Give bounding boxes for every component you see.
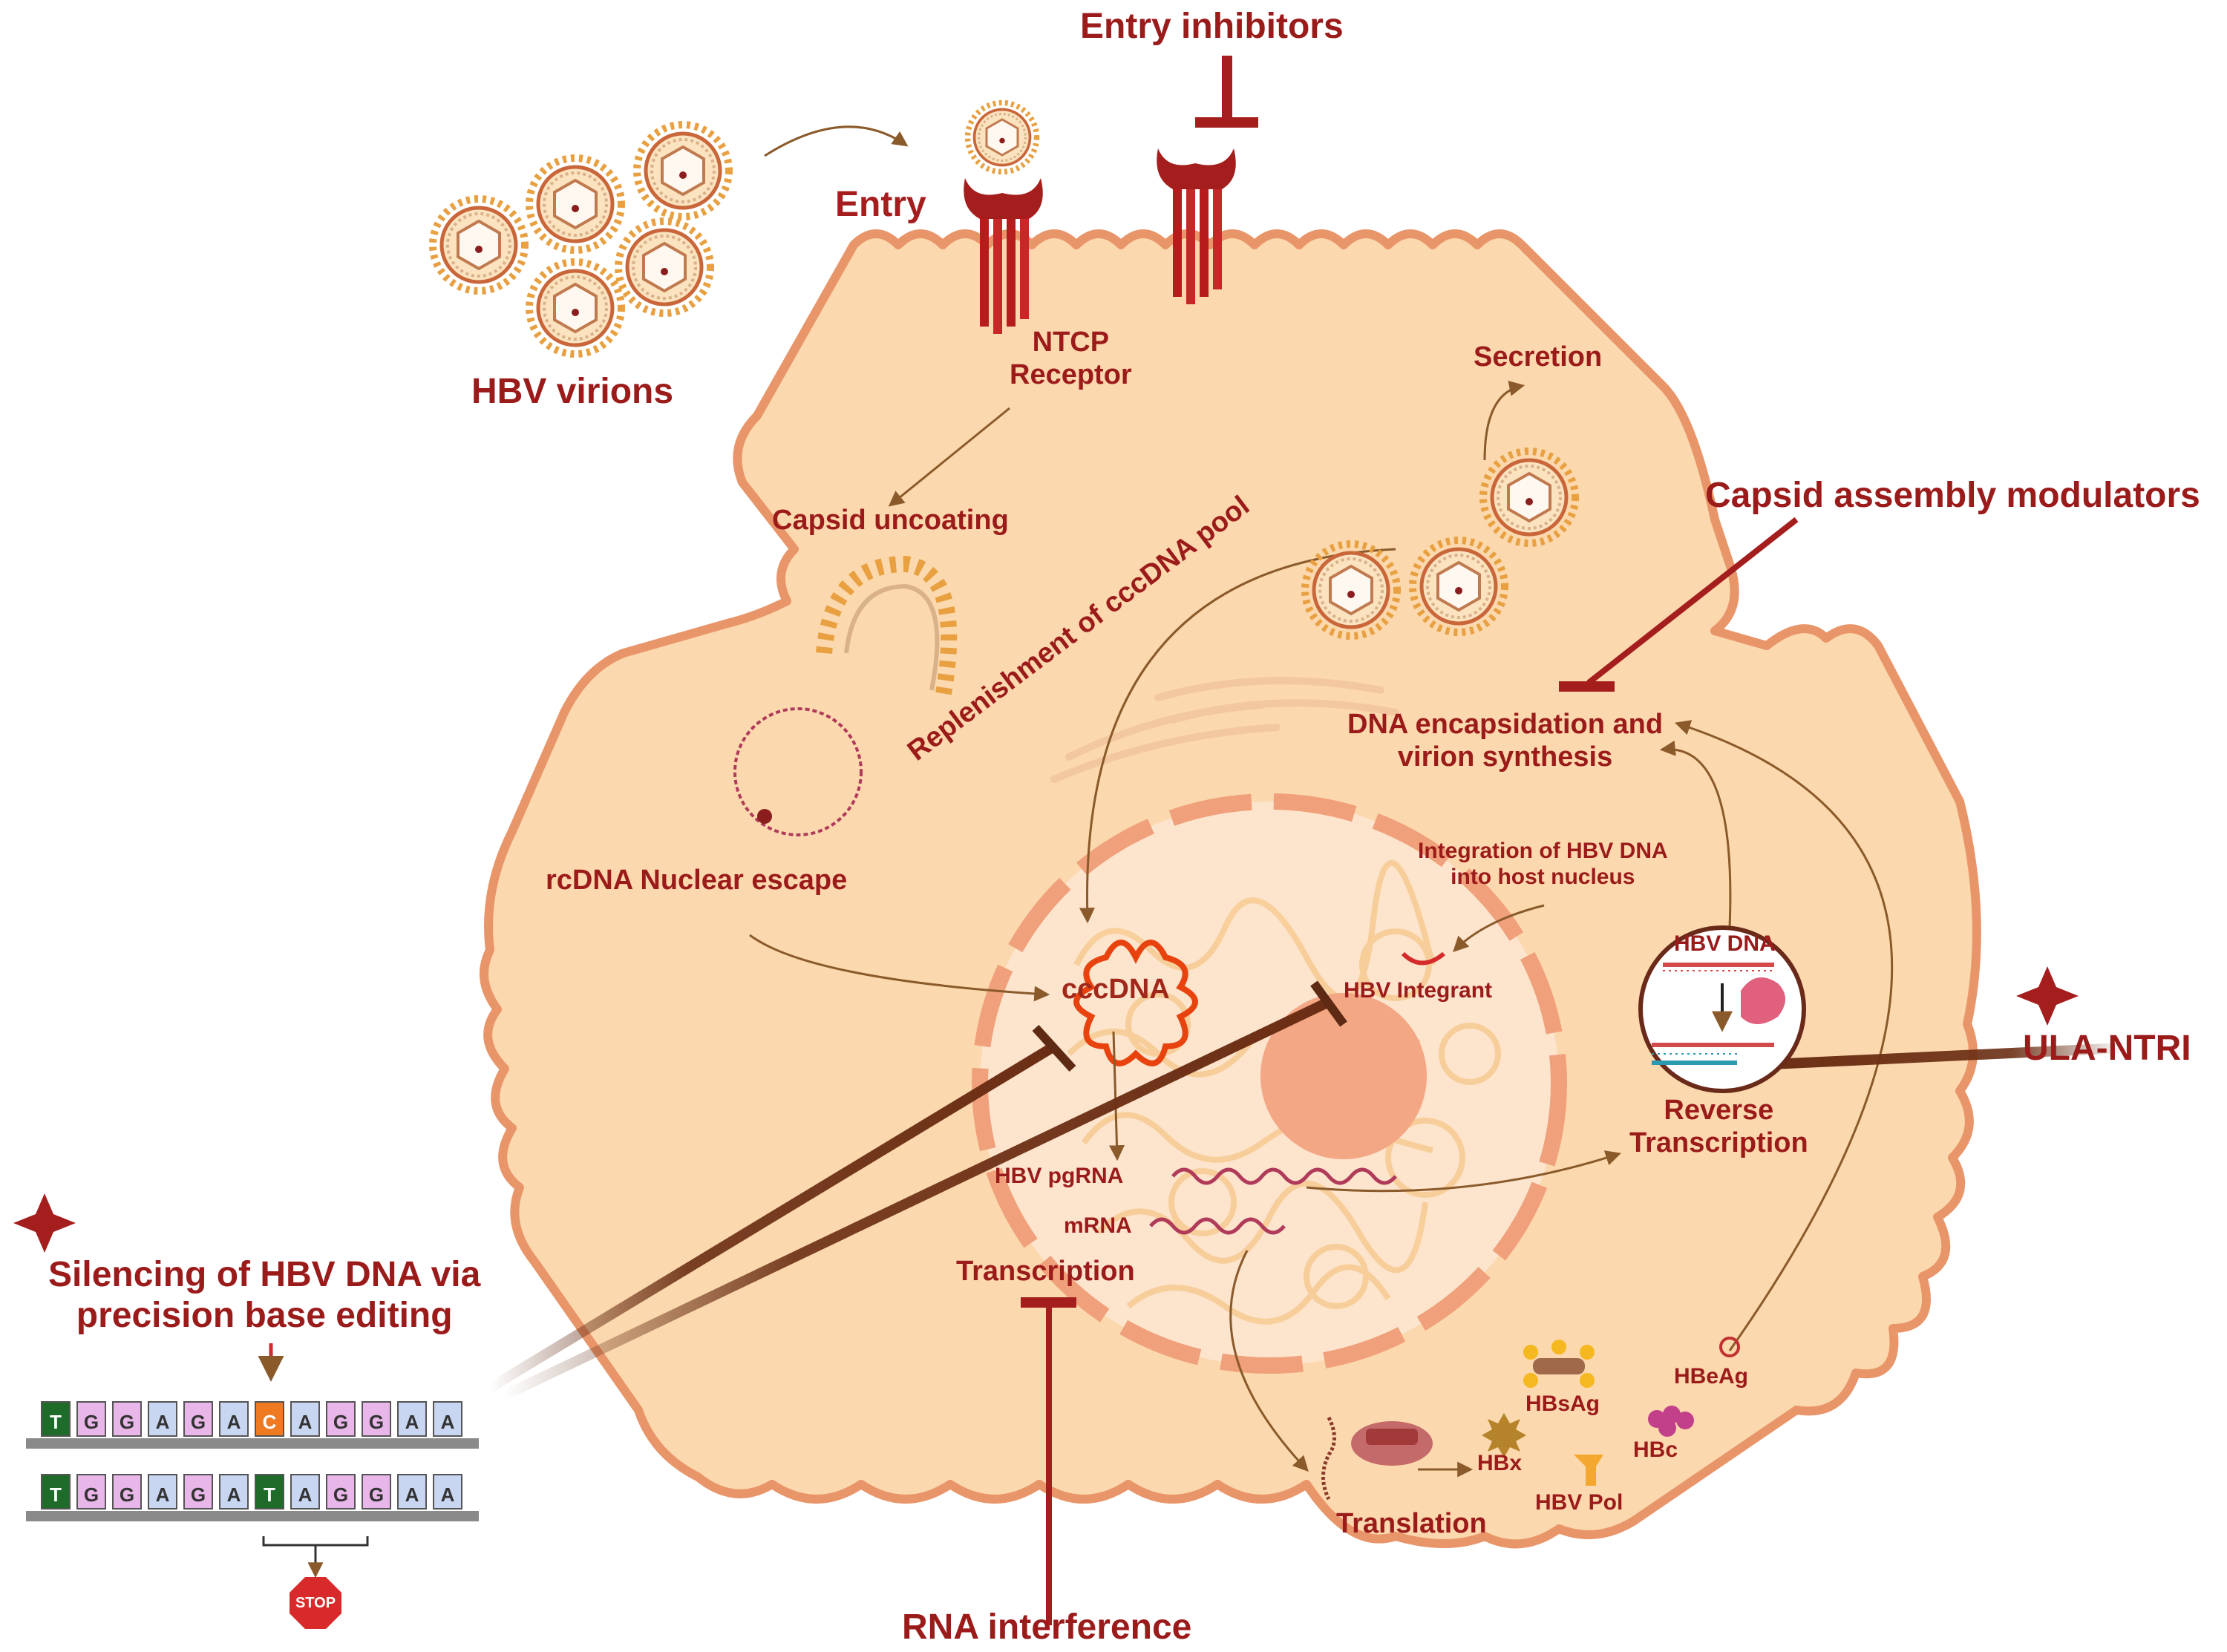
stop-bracket [262,1536,369,1575]
capsid-uncoating-label: Capsid uncoating [772,505,1009,536]
dna-base-C: C [255,1401,284,1437]
hbv-pgrna-label: HBV pgRNA [995,1164,1124,1188]
strand-edited-backbone [26,1511,479,1521]
dna-base-A: A [397,1401,427,1437]
arrow-rcdna-to-cccdna [749,934,1050,1002]
hbv-dna-label: HBV DNA [1674,931,1776,956]
arrow-to-integrant [1453,904,1545,952]
base-editing-rod-integrant [502,997,1332,1400]
capsid-uncoating-arc [816,555,958,699]
stop-sign: STOP [290,1577,341,1629]
entry-inhibitors-label: Entry inhibitors [1080,7,1344,46]
dna-encapsidation-label: DNA encapsidation and virion synthesis [1347,709,1664,773]
base-editing-rod-cccdna [487,1042,1057,1392]
hbeag-protein [1719,1337,1740,1357]
arrow-replenishment [1079,548,1396,924]
strand-original-backbone [26,1438,479,1449]
dna-base-G: G [183,1401,213,1437]
hbv-pol-protein [1574,1455,1603,1486]
dna-base-A: A [148,1474,177,1510]
secretion-label: Secretion [1474,341,1603,373]
dna-base-G: G [76,1474,106,1510]
hbv-integrant-label: HBV Integrant [1344,978,1493,1003]
dna-base-A: A [290,1474,320,1510]
translation-label: Translation [1336,1508,1487,1539]
dna-base-A: A [433,1401,462,1437]
arrow-cccdna-to-pgrna [1109,1031,1125,1161]
ula-ntri-rod [1755,1043,2124,1070]
capsid-assembly-modulators-label: Capsid assembly modulators [1705,476,2200,515]
dna-base-A: A [290,1401,320,1437]
hbv-integrant-mark [1401,951,1445,966]
arrow-receptor-to-uncoating [888,407,1010,507]
hbc-protein [1648,1406,1694,1437]
ribosome [1351,1421,1433,1466]
transcription-label: Transcription [956,1256,1135,1287]
rna-interference-label: RNA interference [902,1607,1192,1647]
arrow-virions-to-entry [764,125,909,157]
hbc-label: HBc [1633,1438,1678,1462]
rcdna-circle [733,707,863,836]
integration-label: Integration of HBV DNA into host nucleus [1418,839,1668,889]
mrna-label: mRNA [1064,1213,1132,1238]
silencing-label: Silencing of HBV DNA via precision base … [48,1255,481,1336]
rt-dna-strands [1652,963,1785,1065]
dna-base-A: A [148,1401,177,1437]
ula-ntri-star [2016,966,2079,1026]
dna-base-T: T [255,1474,284,1510]
dna-base-A: A [397,1474,427,1510]
arrow-proteins-to-encapsidation [1675,720,1894,1351]
cccdna-circle [1073,940,1198,1066]
base-editing-bar-cccdna [1032,1024,1076,1072]
arrow-pgrna-to-rt [1306,1150,1621,1193]
dna-base-A: A [219,1401,249,1437]
dna-base-G: G [326,1474,356,1510]
dna-base-G: G [183,1474,213,1510]
entry-label: Entry [835,185,926,224]
dna-base-T: T [41,1474,71,1510]
dna-base-G: G [112,1474,142,1510]
dna-base-G: G [326,1401,356,1437]
ntcp-receptor-label: NTCP Receptor [1010,327,1132,390]
base-editing-star [13,1193,76,1253]
ula-ntri-label: ULA-NTRI [2023,1029,2191,1068]
arrow-rt-to-encapsidation [1659,740,1732,928]
dna-base-A: A [219,1474,249,1510]
arrow-mrna-to-translation [1229,1250,1309,1472]
reverse-transcription-label: Reverse Transcription [1629,1095,1808,1158]
hbeag-label: HBeAg [1674,1364,1749,1389]
endoplasmic-reticulum [1050,677,1399,783]
arrow-to-secretion [1483,381,1525,461]
hbx-protein [1482,1413,1526,1458]
virion-entering [968,103,1037,172]
cam-inhibitor-line [1586,517,1799,686]
hbsag-protein [1523,1340,1595,1388]
rcdna-nuclear-escape-label: rcDNA Nuclear escape [546,865,848,896]
hbsag-label: HBsAg [1525,1392,1600,1416]
nuclear-envelope [972,793,1567,1374]
hbv-virions-label: HBV virions [471,372,674,411]
dna-base-G: G [362,1401,391,1437]
hbv-pol-label: HBV Pol [1535,1490,1623,1515]
dna-base-G: G [362,1474,391,1510]
hbv-virions-cluster [433,125,729,354]
pgrna-wave [1171,1167,1397,1185]
cccdna-label: cccDNA [1062,974,1170,1005]
mrna-wave [1149,1217,1286,1235]
dna-base-G: G [112,1401,142,1437]
dna-base-T: T [41,1401,71,1437]
dna-base-G: G [76,1401,106,1437]
hbx-label: HBx [1477,1451,1523,1475]
dna-base-A: A [433,1474,462,1510]
nucleolus [1260,993,1427,1159]
base-editing-bar-integrant [1310,980,1347,1027]
mrna-strand-translation [1321,1416,1336,1501]
